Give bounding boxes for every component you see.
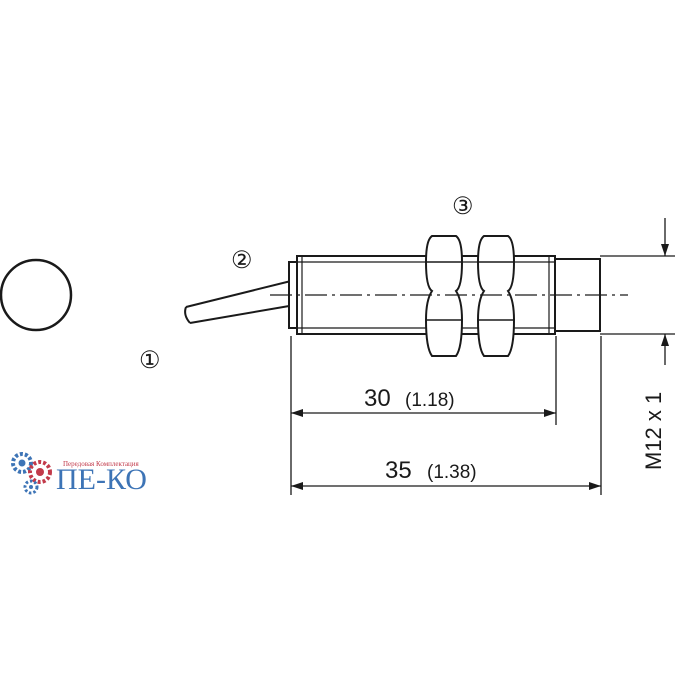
gear-icon [11,452,52,495]
nut-1 [424,235,464,357]
company-logo: Передовая Комплектация ПЕ-КО [11,452,147,496]
callout-3: ③ [452,193,474,220]
end-view-circle [0,258,73,332]
thread-length-value: 30 [364,385,391,412]
dimension-line-thread [661,218,669,365]
nut-2 [476,235,516,357]
extension-lines [290,255,675,495]
thread-length-inches: (1.18) [405,390,455,411]
dimension-line-30 [291,409,556,417]
dimension-line-35 [291,482,601,490]
callout-2: ② [231,247,253,274]
total-length-value: 35 [385,457,412,484]
thread-spec-label: M12 x 1 [641,392,666,470]
logo-name: ПЕ-КО [56,463,147,496]
cable [184,279,296,324]
logo-tagline: Передовая Комплектация [63,460,140,468]
total-length-inches: (1.38) [427,462,477,483]
callout-1: ① [139,347,161,374]
